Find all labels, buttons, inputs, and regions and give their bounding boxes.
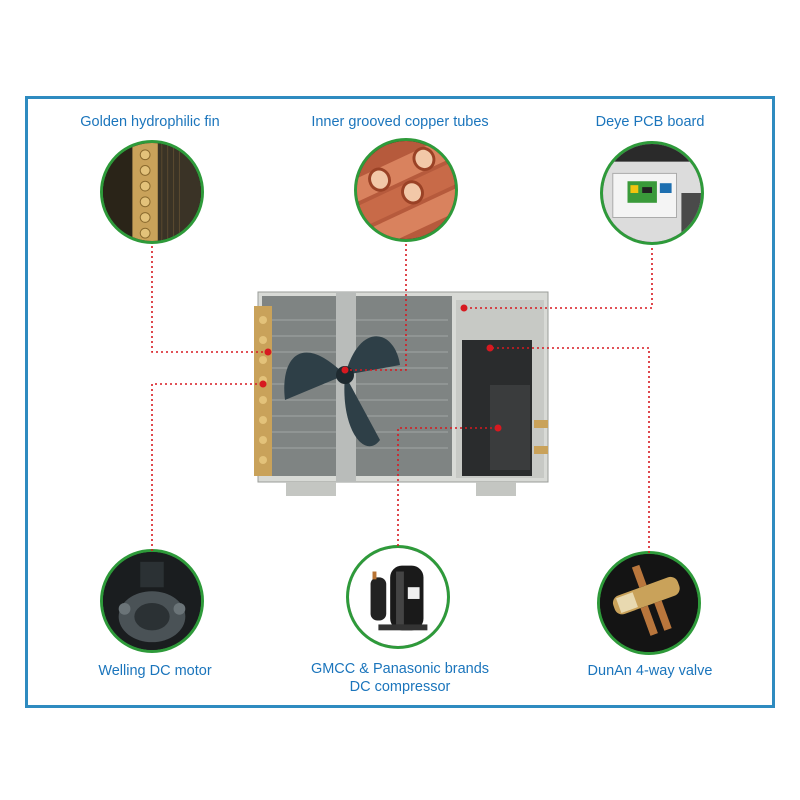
label-copper-tubes: Inner grooved copper tubes	[311, 114, 489, 130]
compressor-photo-icon	[346, 545, 450, 649]
label-four-way-valve: DunAn 4-way valve	[587, 663, 713, 679]
pcb-board-photo-icon	[600, 141, 704, 245]
label-pcb-board: Deye PCB board	[595, 114, 705, 130]
label-golden-fin: Golden hydrophilic fin	[80, 114, 220, 130]
golden-fin-photo-icon	[100, 140, 204, 244]
leader-lines	[151, 244, 653, 553]
outdoor-unit-photo-icon	[254, 291, 549, 496]
leader-dots	[259, 304, 502, 432]
label-compressor: GMCC & Panasonic brands DC compressor	[310, 661, 490, 695]
copper-tubes-photo-icon	[354, 138, 458, 242]
dc-motor-photo-icon	[100, 549, 204, 653]
label-dc-motor: Welling DC motor	[98, 663, 212, 679]
